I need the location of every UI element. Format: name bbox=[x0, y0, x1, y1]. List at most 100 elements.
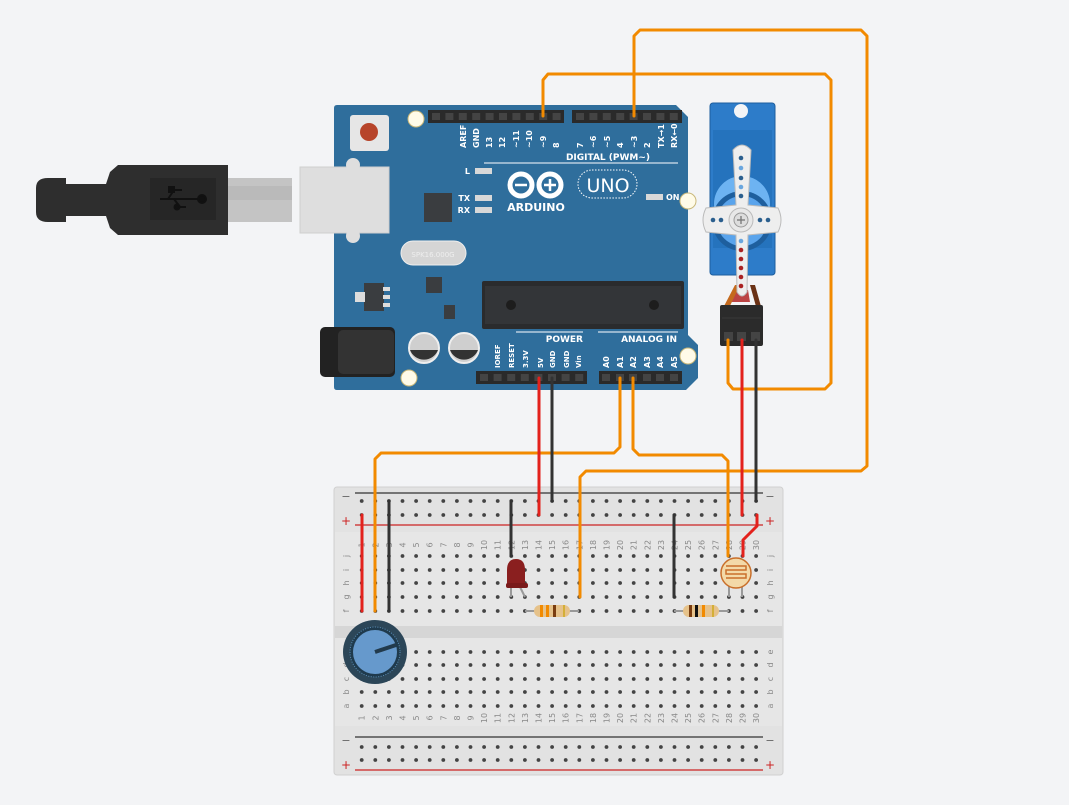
breadboard-hole[interactable] bbox=[645, 595, 650, 599]
rail-hole[interactable] bbox=[468, 745, 473, 749]
rail-hole[interactable] bbox=[523, 758, 527, 762]
rail-hole[interactable] bbox=[468, 758, 473, 762]
breadboard-hole[interactable] bbox=[591, 704, 595, 708]
digital-pin-socket[interactable] bbox=[576, 113, 584, 120]
breadboard-hole[interactable] bbox=[373, 690, 378, 694]
breadboard-hole[interactable] bbox=[618, 690, 622, 694]
breadboard-hole[interactable] bbox=[400, 568, 405, 572]
resistor-1[interactable] bbox=[525, 605, 579, 617]
breadboard-hole[interactable] bbox=[523, 554, 527, 558]
rail-hole[interactable] bbox=[672, 758, 677, 762]
digital-pin-socket[interactable] bbox=[552, 113, 561, 120]
breadboard-hole[interactable] bbox=[536, 650, 541, 654]
rail-hole[interactable] bbox=[618, 758, 622, 762]
power-pin-socket[interactable] bbox=[575, 374, 584, 381]
breadboard-hole[interactable] bbox=[414, 663, 418, 667]
rail-hole[interactable] bbox=[400, 513, 405, 517]
rail-hole[interactable] bbox=[455, 499, 459, 503]
wire-a1-to-potentiometer[interactable] bbox=[373, 376, 622, 613]
breadboard-hole[interactable] bbox=[414, 677, 418, 681]
rail-hole[interactable] bbox=[659, 513, 663, 517]
breadboard-hole[interactable] bbox=[468, 609, 473, 613]
breadboard-hole[interactable] bbox=[659, 704, 663, 708]
breadboard-hole[interactable] bbox=[659, 554, 663, 558]
breadboard-hole[interactable] bbox=[441, 609, 446, 613]
breadboard-hole[interactable] bbox=[509, 677, 514, 681]
wire-a2-to-photoresistor[interactable] bbox=[631, 376, 730, 558]
digital-pin-socket[interactable] bbox=[589, 113, 598, 120]
breadboard-hole[interactable] bbox=[577, 677, 582, 681]
breadboard-hole[interactable] bbox=[536, 704, 541, 708]
breadboard-hole[interactable] bbox=[359, 704, 364, 708]
rail-hole[interactable] bbox=[699, 499, 704, 503]
breadboard-hole[interactable] bbox=[699, 677, 704, 681]
rail-hole[interactable] bbox=[523, 513, 527, 517]
breadboard-hole[interactable] bbox=[455, 690, 459, 694]
digital-pin-socket[interactable] bbox=[472, 113, 481, 120]
rail-hole[interactable] bbox=[618, 499, 622, 503]
breadboard-hole[interactable] bbox=[441, 663, 446, 667]
breadboard-hole[interactable] bbox=[523, 677, 527, 681]
breadboard-hole[interactable] bbox=[604, 554, 609, 558]
rail-hole[interactable] bbox=[495, 513, 500, 517]
rail-hole[interactable] bbox=[563, 513, 568, 517]
breadboard-hole[interactable] bbox=[699, 704, 704, 708]
breadboard-hole[interactable] bbox=[631, 690, 636, 694]
rail-hole[interactable] bbox=[591, 745, 595, 749]
digital-pin-socket[interactable] bbox=[499, 113, 507, 120]
breadboard-hole[interactable] bbox=[441, 650, 446, 654]
breadboard-hole[interactable] bbox=[455, 609, 459, 613]
rail-hole[interactable] bbox=[631, 758, 636, 762]
rail-hole[interactable] bbox=[713, 499, 718, 503]
breadboard-hole[interactable] bbox=[754, 690, 758, 694]
analog-pin-socket[interactable] bbox=[656, 374, 664, 381]
rail-hole[interactable] bbox=[536, 745, 541, 749]
breadboard-hole[interactable] bbox=[577, 704, 582, 708]
breadboard-hole[interactable] bbox=[455, 595, 459, 599]
analog-pin-socket[interactable] bbox=[670, 374, 678, 381]
breadboard-hole[interactable] bbox=[550, 663, 554, 667]
breadboard-hole[interactable] bbox=[482, 650, 486, 654]
breadboard-hole[interactable] bbox=[509, 609, 514, 613]
digital-pin-socket[interactable] bbox=[458, 113, 467, 120]
breadboard-hole[interactable] bbox=[699, 663, 704, 667]
breadboard-hole[interactable] bbox=[427, 568, 432, 572]
breadboard-hole[interactable] bbox=[686, 554, 690, 558]
rail-hole[interactable] bbox=[672, 499, 677, 503]
breadboard-hole[interactable] bbox=[754, 677, 758, 681]
rail-hole[interactable] bbox=[591, 499, 595, 503]
breadboard-hole[interactable] bbox=[482, 581, 486, 585]
breadboard-hole[interactable] bbox=[645, 704, 650, 708]
digital-pin-socket[interactable] bbox=[602, 113, 611, 120]
rail-hole[interactable] bbox=[414, 745, 418, 749]
breadboard-hole[interactable] bbox=[468, 677, 473, 681]
breadboard-hole[interactable] bbox=[495, 690, 500, 694]
rail-hole[interactable] bbox=[359, 758, 364, 762]
breadboard-hole[interactable] bbox=[645, 690, 650, 694]
breadboard-hole[interactable] bbox=[591, 690, 595, 694]
wire-pin3-to-led-resistor[interactable] bbox=[578, 28, 869, 599]
rail-hole[interactable] bbox=[427, 513, 432, 517]
breadboard-hole[interactable] bbox=[427, 595, 432, 599]
breadboard-hole[interactable] bbox=[754, 704, 758, 708]
rail-hole[interactable] bbox=[631, 499, 636, 503]
rail-hole[interactable] bbox=[727, 745, 731, 749]
rail-hole[interactable] bbox=[455, 758, 459, 762]
breadboard-hole[interactable] bbox=[604, 690, 609, 694]
rail-hole[interactable] bbox=[645, 513, 650, 517]
breadboard-hole[interactable] bbox=[713, 554, 718, 558]
rail-hole[interactable] bbox=[523, 745, 527, 749]
rail-hole[interactable] bbox=[686, 745, 690, 749]
breadboard-hole[interactable] bbox=[495, 595, 500, 599]
breadboard-hole[interactable] bbox=[659, 609, 663, 613]
breadboard-hole[interactable] bbox=[618, 663, 622, 667]
breadboard-hole[interactable] bbox=[699, 554, 704, 558]
breadboard-hole[interactable] bbox=[536, 568, 541, 572]
breadboard-hole[interactable] bbox=[427, 704, 432, 708]
rail-hole[interactable] bbox=[495, 499, 500, 503]
breadboard-hole[interactable] bbox=[699, 650, 704, 654]
breadboard-hole[interactable] bbox=[400, 595, 405, 599]
breadboard-hole[interactable] bbox=[468, 650, 473, 654]
breadboard-hole[interactable] bbox=[618, 650, 622, 654]
breadboard-hole[interactable] bbox=[686, 568, 690, 572]
